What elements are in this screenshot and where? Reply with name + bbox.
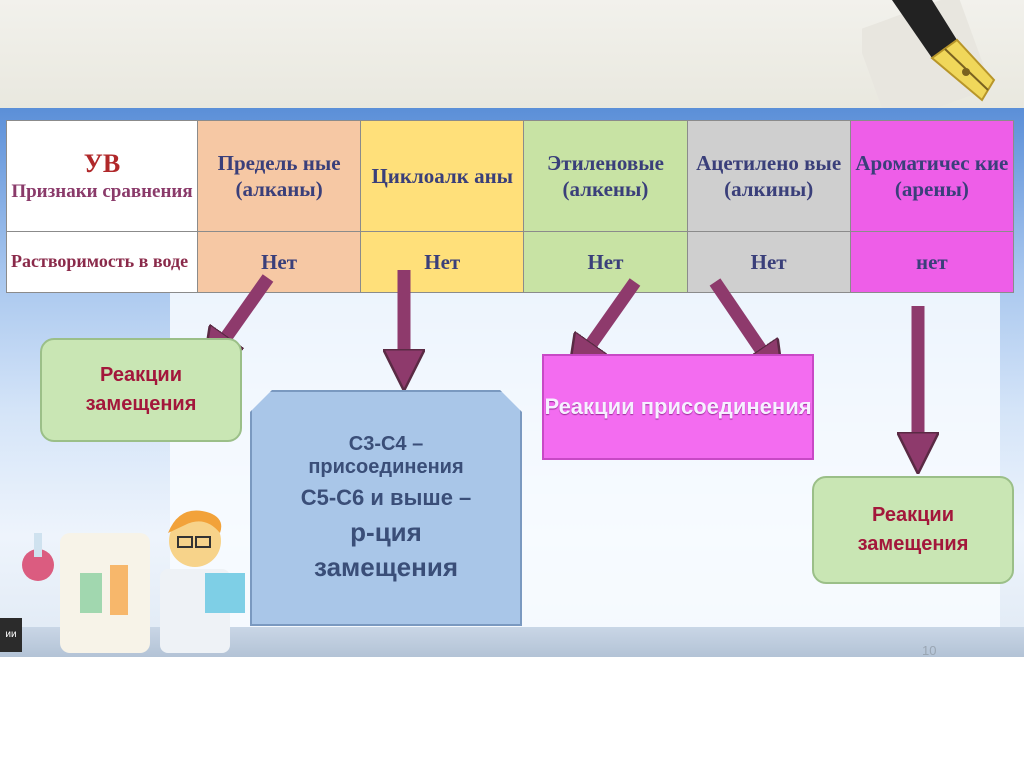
header-alkynes: Ацетилено вые (алкины) <box>686 120 851 232</box>
arrow-alkynes <box>709 278 772 366</box>
header-cycloalkanes: Циклоалк аны <box>360 120 525 232</box>
header-corner-cell: УВ Признаки сравнения <box>6 120 198 232</box>
presentation-slide: ии 10 УВ Признаки сравнения Предель ные … <box>0 108 1024 657</box>
table-row: Растворимость в воде Нет Нет Нет Нет нет <box>6 231 1015 293</box>
cyclo-line-2: присоединения <box>308 456 464 478</box>
cyclo-line-5: замещения <box>314 552 458 582</box>
arrow-alkenes <box>580 278 641 360</box>
cell-alkanes-solubility: Нет <box>196 231 362 293</box>
table-header-row: УВ Признаки сравнения Предель ные (алкан… <box>6 120 1015 232</box>
box-substitution-left: Реакции замещения <box>40 338 242 442</box>
cyclo-line-1: С3-С4 – <box>348 433 424 455</box>
compare-label: Признаки сравнения <box>11 181 193 203</box>
header-alkenes: Этиленовые (алкены) <box>523 120 688 232</box>
cyclo-line-3: С5-С6 и выше – <box>300 485 472 510</box>
cell-alkenes-solubility: Нет <box>523 231 688 293</box>
uv-label: УВ <box>83 148 121 178</box>
cell-cycloalkanes-solubility: Нет <box>360 231 525 293</box>
header-arenes: Ароматичес кие (арены) <box>849 120 1015 232</box>
header-alkanes: Предель ные (алканы) <box>196 120 362 232</box>
scientist-illustration <box>22 510 245 653</box>
slide-side-tab[interactable]: ии <box>0 618 22 652</box>
comparison-table: УВ Признаки сравнения Предель ные (алкан… <box>6 120 1015 293</box>
fountain-pen-icon <box>862 0 996 112</box>
slide-page-number: 10 <box>922 643 937 657</box>
cyclo-line-4: р-ция <box>350 517 422 547</box>
cell-arenes-solubility: нет <box>849 231 1015 293</box>
row-label-solubility: Растворимость в воде <box>6 231 198 293</box>
window-top-band <box>0 0 1024 108</box>
box-substitution-right: Реакции замещения <box>812 476 1014 584</box>
box-cycloalkanes-reactions: С3-С4 – присоединения С5-С6 и выше – р-ц… <box>250 390 522 626</box>
box-addition: Реакции присоединения <box>542 354 814 460</box>
